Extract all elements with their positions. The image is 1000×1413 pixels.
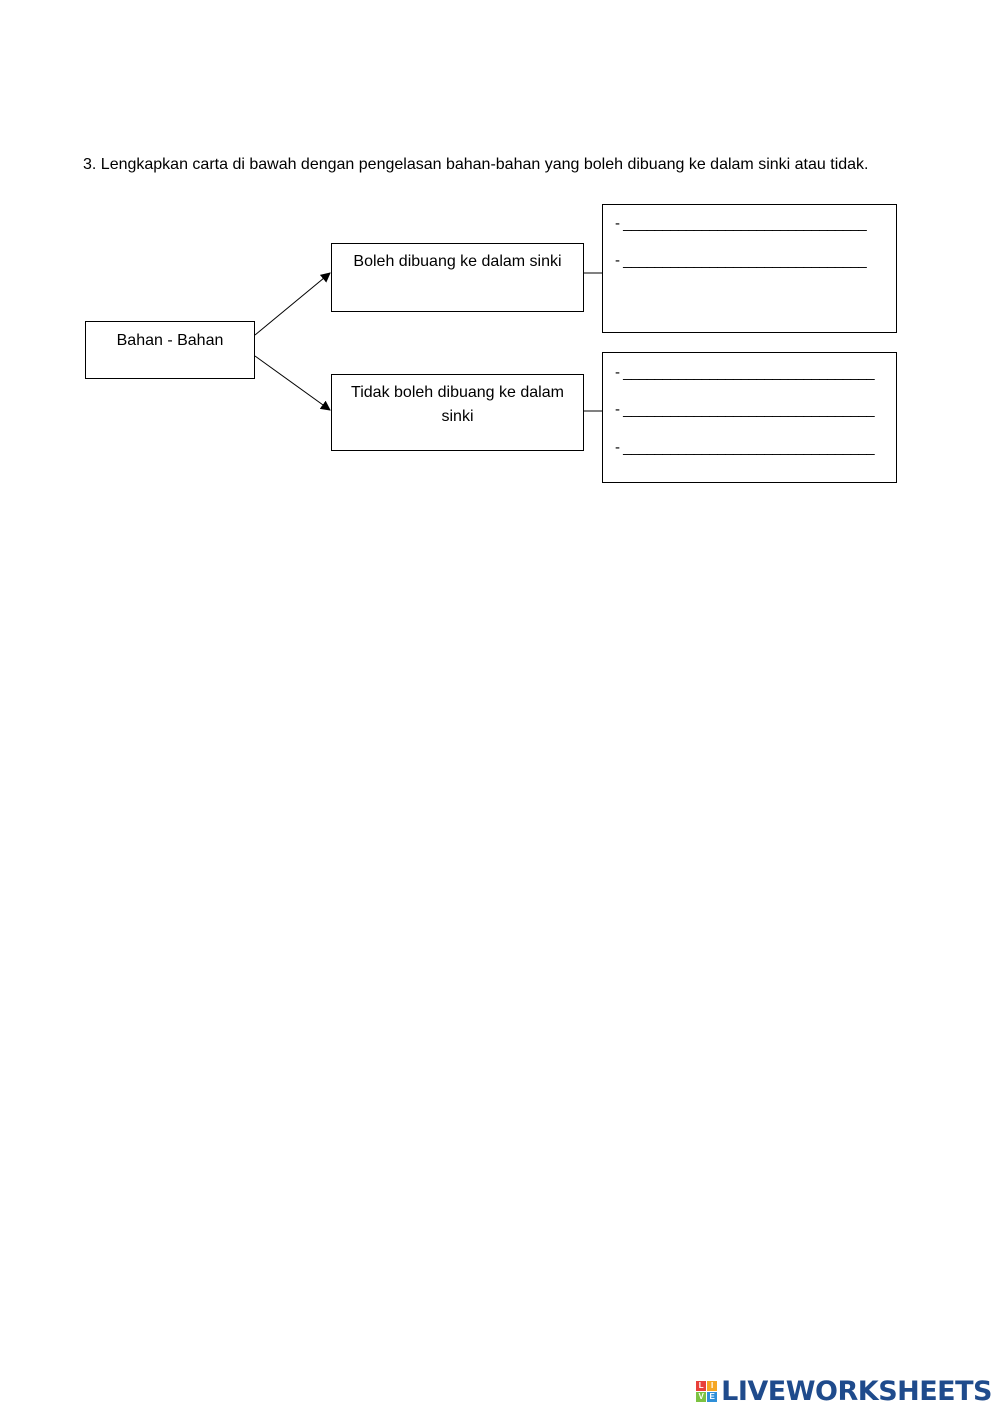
brand-mark-icon: L I V E [696, 1381, 718, 1402]
liveworksheets-logo: L I V E LIVEWORKSHEETS [696, 1376, 992, 1407]
root-node: Bahan - Bahan [85, 321, 255, 379]
category-tidak-boleh-label: Tidak boleh dibuang ke dalam sinki [351, 384, 564, 425]
brand-mark-cell: V [696, 1392, 707, 1402]
answer-blank[interactable]: - ________________________________ [615, 364, 875, 381]
answer-blank[interactable]: - _______________________________ [615, 215, 867, 232]
answer-blank[interactable]: - ________________________________ [615, 439, 875, 456]
answer-box-boleh: - _______________________________ - ____… [602, 204, 897, 333]
arrow-to-tidak-boleh [254, 355, 331, 411]
brand-name: LIVEWORKSHEETS [721, 1376, 992, 1407]
brand-mark-cell: I [707, 1381, 718, 1391]
brand-mark-cell: L [696, 1381, 707, 1391]
root-label: Bahan - Bahan [116, 332, 224, 349]
category-tidak-boleh-node: Tidak boleh dibuang ke dalam sinki [331, 374, 584, 451]
arrow-to-boleh [254, 272, 331, 336]
category-boleh-node: Boleh dibuang ke dalam sinki [331, 243, 584, 312]
answer-blank[interactable]: - _______________________________ [615, 252, 867, 269]
category-boleh-label: Boleh dibuang ke dalam sinki [353, 253, 562, 270]
brand-mark-cell: E [707, 1392, 718, 1402]
answer-box-tidak-boleh: - ________________________________ - ___… [602, 352, 897, 483]
question-text: 3. Lengkapkan carta di bawah dengan peng… [83, 156, 869, 173]
answer-blank[interactable]: - ________________________________ [615, 401, 875, 418]
